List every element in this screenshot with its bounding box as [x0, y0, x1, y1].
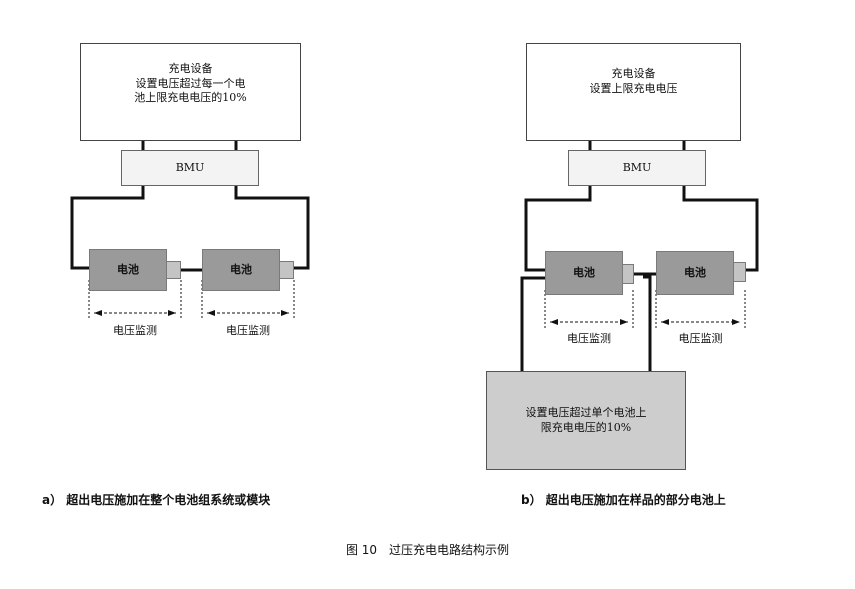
figure-caption: 图 10 过压充电电路结构示例: [345, 543, 510, 557]
a-left-loop-wire: [70, 186, 145, 270]
b-subcaption: b） 超出电压施加在样品的部分电池上: [521, 493, 726, 507]
a-bmu-label: BMU: [175, 160, 205, 174]
b-monitor-label-2: 电压监测: [678, 332, 723, 345]
b-right-loop-wire: [682, 186, 759, 272]
a-charger-box: 充电设备 设置电压超过每一个电 池上限充电电压的10%: [80, 43, 301, 141]
b-overvoltage-source-box: 设置电压超过单个电池上 限充电电压的10%: [486, 371, 686, 470]
b-bmu-label: BMU: [622, 160, 652, 174]
b-source-lead-right: [643, 275, 652, 382]
b-cell-2: 电池: [656, 251, 734, 295]
a-monitor-label-1: 电压监测: [113, 324, 157, 337]
a-charger-text: 充电设备 设置电压超过每一个电 池上限充电电压的10%: [134, 61, 247, 105]
a-cell-1-label: 电池: [117, 262, 139, 276]
a-bmu-box: BMU: [121, 150, 259, 186]
a-cell-1-terminal: [166, 261, 181, 279]
b-cell-1: 电池: [545, 251, 623, 295]
b-monitor-label-1: 电压监测: [567, 332, 611, 345]
b-bmu-box: BMU: [568, 150, 706, 186]
a-cell-1: 电池: [89, 249, 167, 291]
b-charger-box: 充电设备 设置上限充电电压: [526, 43, 741, 141]
a-monitor-label-2: 电压监测: [226, 324, 270, 337]
b-left-loop-wire: [524, 186, 592, 272]
a-cell-2-terminal: [279, 261, 294, 279]
b-cell-2-label: 电池: [684, 265, 706, 279]
b-cell-1-label: 电池: [573, 265, 595, 279]
b-charger-text: 充电设备 设置上限充电电压: [589, 67, 678, 95]
b-cell-2-terminal: [733, 262, 746, 282]
a-right-loop-wire: [234, 186, 310, 270]
a-subcaption: a） 超出电压施加在整个电池组系统或模块: [42, 493, 271, 507]
b-overvoltage-source-text: 设置电压超过单个电池上 限充电电压的10%: [525, 405, 647, 434]
a-cell-2: 电池: [202, 249, 280, 291]
b-cell-1-terminal: [622, 264, 634, 284]
a-cell-2-label: 电池: [230, 262, 252, 276]
b-source-lead-left: [520, 276, 545, 382]
